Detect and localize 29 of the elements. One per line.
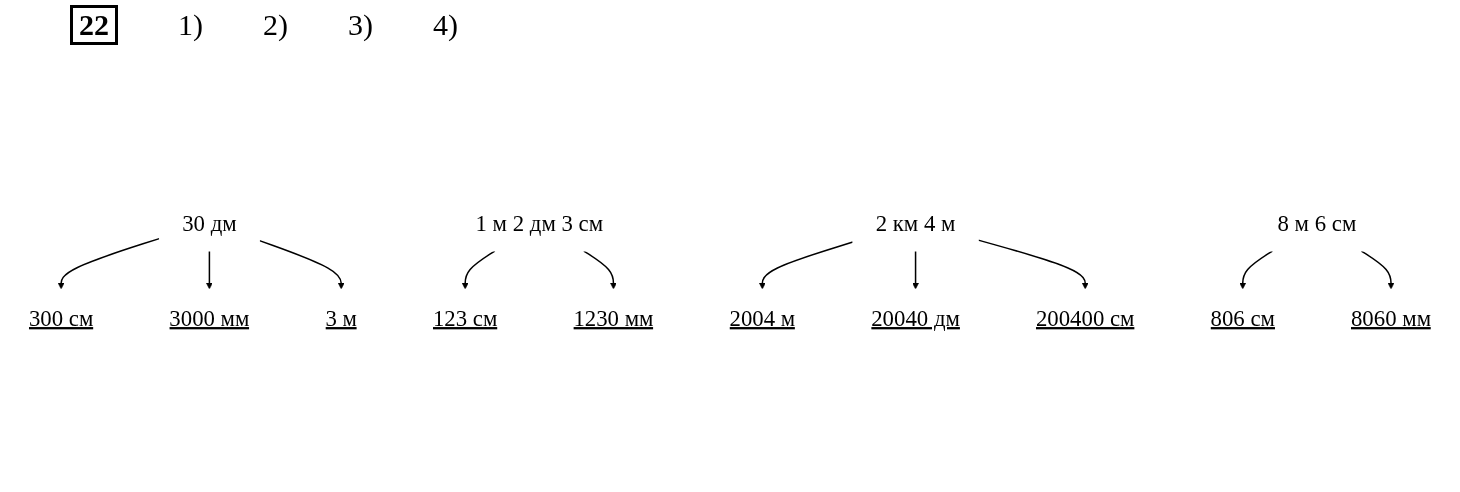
node-text: 8 м 6 см [1277, 209, 1357, 236]
arrow [1360, 250, 1395, 290]
node-text: 3000 мм [169, 304, 250, 331]
arrow [977, 239, 1089, 290]
node-text: 3 м [325, 304, 357, 331]
arrow [1239, 250, 1274, 290]
node-text: 1230 мм [573, 304, 654, 331]
arrow [912, 250, 919, 290]
node-text: 123 см [432, 304, 498, 331]
arrow [258, 239, 345, 290]
item-label: 3) [348, 8, 373, 42]
item-label: 2) [263, 8, 288, 42]
arrow [759, 241, 854, 290]
item-label: 4) [433, 8, 458, 42]
arrow [206, 250, 213, 290]
exercise-number: 22 [70, 5, 118, 45]
arrow [583, 250, 617, 290]
node-text: 300 см [28, 304, 94, 331]
node-text: 8060 мм [1350, 304, 1432, 331]
node-text: 2 км 4 м [875, 209, 956, 236]
node-text: 1 м 2 дм 3 см [475, 209, 604, 236]
arrow [57, 237, 161, 290]
node-text: 20040 дм [871, 304, 960, 331]
arrow [461, 250, 496, 290]
node-text: 806 см [1210, 304, 1275, 331]
item-label: 1) [178, 8, 203, 42]
node-text: 2004 м [729, 304, 796, 331]
node-text: 30 дм [182, 209, 237, 236]
node-text: 200400 см [1035, 304, 1135, 331]
